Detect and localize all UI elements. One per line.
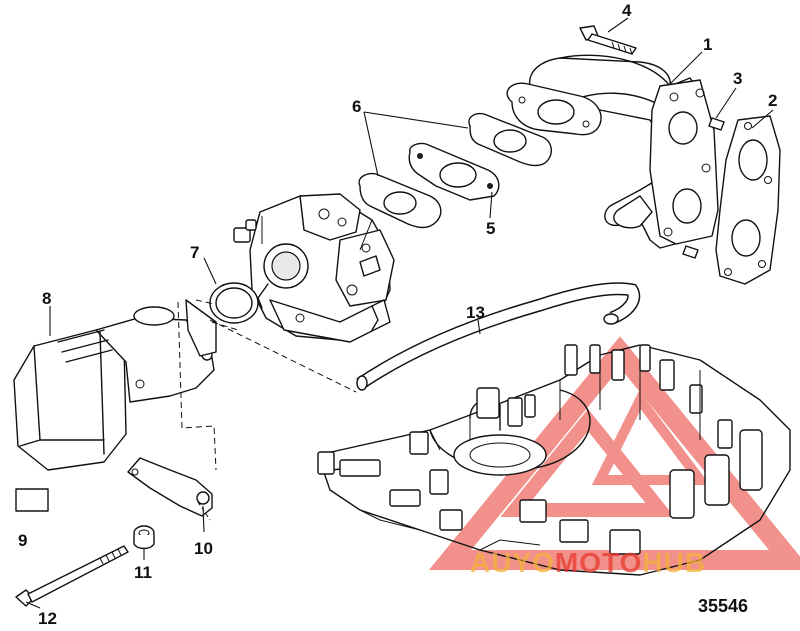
manifold-gasket [715, 115, 781, 285]
callout-2: 2 [768, 91, 777, 110]
callout-7: 7 [190, 243, 199, 262]
o-ring [209, 282, 259, 324]
callout-3: 3 [733, 69, 742, 88]
dowel-pin [682, 117, 725, 259]
callout-10: 10 [194, 539, 213, 558]
figure-number: 35546 [698, 596, 748, 616]
callout-4: 4 [622, 1, 632, 20]
watermark-hub: HUB [642, 547, 706, 578]
bolt-manifold [579, 25, 637, 55]
carburetor [233, 193, 395, 343]
watermark-text: AUYOMOTOHUB [470, 547, 706, 578]
carb-gasket-upper [468, 112, 552, 167]
callout-11: 11 [134, 563, 152, 582]
leader-lines [25, 17, 774, 609]
decal [15, 488, 49, 512]
assembly-lines [177, 299, 357, 521]
callout-6: 6 [352, 97, 361, 116]
intake-manifold [506, 54, 719, 249]
air-silencer [13, 299, 217, 471]
callout-9: 9 [18, 531, 27, 550]
callout-12: 12 [38, 609, 57, 626]
carb-gasket-lower [358, 172, 442, 229]
callout-5: 5 [486, 219, 495, 238]
silencer-bracket [127, 457, 213, 517]
callouts: 1 2 3 4 5 6 7 8 9 10 11 12 13 [18, 1, 777, 628]
carb-spacer [408, 142, 500, 201]
grommet [133, 525, 155, 550]
powerhead-block [317, 344, 791, 576]
callout-13: 13 [466, 303, 485, 322]
watermark-auyo: AUYO [470, 547, 555, 578]
callout-8: 8 [42, 289, 51, 308]
svg-text:AUYOMOTOHUB: AUYOMOTOHUB [470, 547, 706, 578]
callout-1: 1 [703, 35, 712, 54]
watermark-moto: MOTO [555, 547, 642, 578]
hose [356, 282, 641, 391]
long-bolt [15, 545, 129, 607]
